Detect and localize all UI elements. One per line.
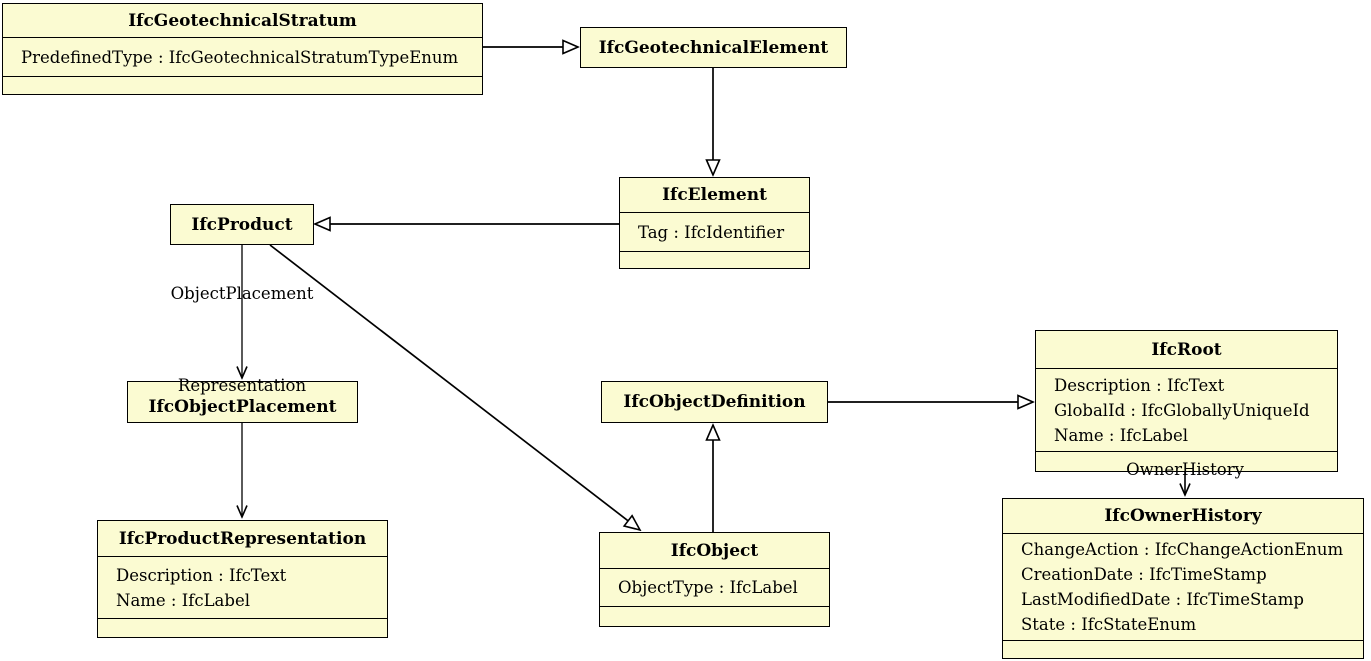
class-attributes: Description : IfcText GlobalId : IfcGlob… (1036, 368, 1337, 451)
class-attributes: ObjectType : IfcLabel (600, 568, 829, 606)
class-ifcproduct: IfcProduct (170, 204, 314, 245)
class-ifcgeotechnicalelement: IfcGeotechnicalElement (580, 27, 847, 68)
class-attribute: ChangeAction : IfcChangeActionEnum (1021, 540, 1344, 559)
edge-label-representation: Representation (177, 376, 307, 395)
class-title: IfcOwnerHistory (1104, 506, 1262, 526)
class-attribute: ObjectType : IfcLabel (618, 578, 798, 597)
class-title: IfcElement (662, 185, 767, 205)
empty-compartment (600, 606, 829, 626)
class-attribute: LastModifiedDate : IfcTimeStamp (1021, 590, 1304, 609)
class-ifcproductrepresentation: IfcProductRepresentation Description : I… (97, 520, 388, 638)
edge-label-objectplacement: ObjectPlacement (170, 284, 314, 303)
empty-compartment (98, 618, 387, 637)
class-attribute: State : IfcStateEnum (1021, 615, 1197, 634)
class-attribute: Description : IfcText (116, 565, 287, 585)
class-ifcobjectdefinition: IfcObjectDefinition (601, 381, 828, 423)
class-title: IfcProduct (191, 214, 293, 235)
empty-compartment (620, 251, 809, 268)
class-attributes: Tag : IfcIdentifier (620, 212, 809, 251)
empty-compartment (3, 76, 482, 94)
class-attribute: Name : IfcLabel (1054, 425, 1188, 445)
class-ifcroot: IfcRoot Description : IfcText GlobalId :… (1035, 330, 1338, 472)
class-ifcelement: IfcElement Tag : IfcIdentifier (619, 177, 810, 269)
class-attribute: Tag : IfcIdentifier (638, 222, 785, 242)
class-title: IfcGeotechnicalStratum (128, 10, 357, 31)
class-title: IfcGeotechnicalElement (598, 37, 829, 58)
class-attribute: GlobalId : IfcGloballyUniqueId (1054, 400, 1310, 420)
class-attributes: PredefinedType : IfcGeotechnicalStratumT… (3, 37, 482, 76)
empty-compartment (1003, 640, 1363, 658)
edge-label-ownerhistory: OwnerHistory (1126, 460, 1244, 479)
class-ifcownerhistory: IfcOwnerHistory ChangeAction : IfcChange… (1002, 498, 1364, 659)
class-attributes: ChangeAction : IfcChangeActionEnum Creat… (1003, 533, 1363, 640)
class-title: IfcRoot (1151, 339, 1222, 360)
class-ifcobject: IfcObject ObjectType : IfcLabel (599, 532, 830, 627)
class-attribute: CreationDate : IfcTimeStamp (1021, 565, 1267, 584)
empty-compartment (1036, 451, 1337, 471)
class-attribute: PredefinedType : IfcGeotechnicalStratumT… (21, 47, 459, 67)
class-title: IfcObject (670, 540, 759, 561)
class-title: IfcObjectDefinition (623, 392, 806, 412)
class-attribute: Description : IfcText (1054, 375, 1225, 395)
class-ifcgeotechnicalstratum: IfcGeotechnicalStratum PredefinedType : … (2, 3, 483, 95)
class-attribute: Name : IfcLabel (116, 590, 250, 610)
class-title: IfcProductRepresentation (118, 528, 367, 549)
class-attributes: Description : IfcText Name : IfcLabel (98, 556, 387, 618)
